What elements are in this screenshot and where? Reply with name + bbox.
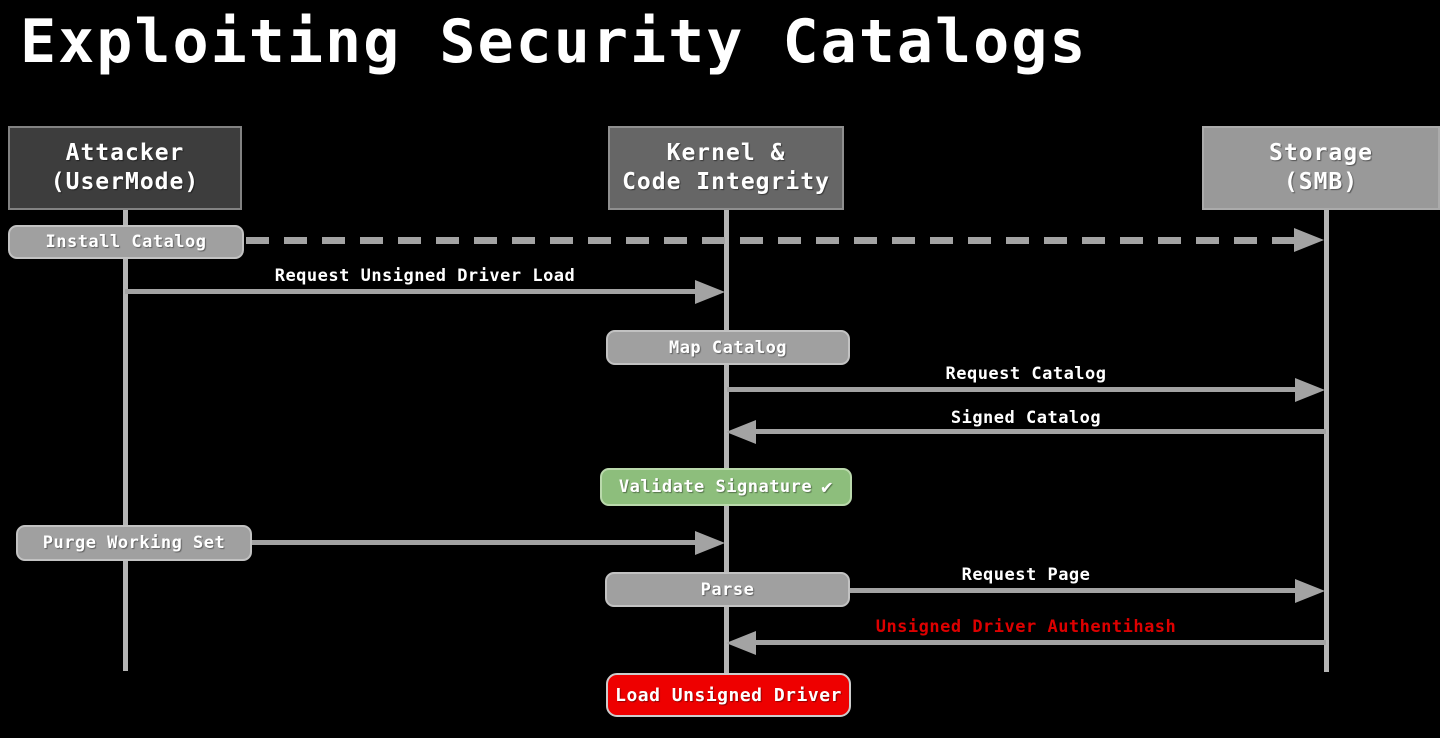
install-catalog-dashed-line xyxy=(246,237,1294,244)
message-request-page: Request Page xyxy=(961,565,1091,585)
message-request-unsigned-driver-load: Request Unsigned Driver Load xyxy=(274,266,576,286)
lifeline-attacker xyxy=(123,210,128,671)
request-page-arrowhead-icon xyxy=(1295,579,1325,603)
actor-kernel-name: Kernel & xyxy=(666,140,786,166)
request-catalog-arrowhead-icon xyxy=(1295,378,1325,402)
purge-working-set-arrowhead-icon xyxy=(695,531,725,555)
install-catalog-arrowhead-icon xyxy=(1294,228,1324,252)
actor-attacker-subtitle: (UserMode) xyxy=(50,169,200,195)
request-page-line xyxy=(850,588,1295,593)
node-parse-label: Parse xyxy=(700,579,755,600)
node-validate-signature-label: Validate Signature xyxy=(618,477,813,497)
signed-catalog-line xyxy=(756,429,1326,434)
actor-storage-name: Storage xyxy=(1269,140,1373,166)
node-install-catalog: Install Catalog xyxy=(8,225,244,259)
unsigned-driver-authentihash-line xyxy=(756,640,1326,645)
purge-working-set-line xyxy=(252,540,695,545)
unsigned-driver-authentihash-arrowhead-icon xyxy=(726,631,756,655)
signed-catalog-arrowhead-icon xyxy=(726,420,756,444)
actor-attacker: Attacker (UserMode) xyxy=(8,126,242,210)
message-request-catalog: Request Catalog xyxy=(945,364,1107,384)
node-load-unsigned-driver-label: Load Unsigned Driver xyxy=(615,684,842,706)
node-purge-working-set-label: Purge Working Set xyxy=(42,533,226,553)
actor-storage-subtitle: (SMB) xyxy=(1283,169,1359,195)
actor-kernel-code-integrity: Kernel & Code Integrity xyxy=(608,126,844,210)
actor-kernel-subtitle: Code Integrity xyxy=(622,169,830,195)
node-map-catalog: Map Catalog xyxy=(606,330,850,365)
request-unsigned-driver-load-line xyxy=(125,289,695,294)
checkmark-icon: ✔ xyxy=(821,476,834,498)
message-unsigned-driver-authentihash: Unsigned Driver Authentihash xyxy=(875,617,1177,637)
message-signed-catalog: Signed Catalog xyxy=(950,408,1102,428)
node-load-unsigned-driver: Load Unsigned Driver xyxy=(606,673,851,717)
node-validate-signature: Validate Signature ✔ xyxy=(600,468,852,506)
request-unsigned-driver-load-arrowhead-icon xyxy=(695,280,725,304)
node-purge-working-set: Purge Working Set xyxy=(16,525,252,561)
node-map-catalog-label: Map Catalog xyxy=(668,337,788,358)
page-title: Exploiting Security Catalogs xyxy=(20,7,1088,77)
node-install-catalog-label: Install Catalog xyxy=(45,232,207,252)
node-parse: Parse xyxy=(605,572,850,607)
lifeline-storage xyxy=(1324,210,1329,672)
actor-attacker-name: Attacker xyxy=(65,140,185,166)
actor-storage-smb: Storage (SMB) xyxy=(1202,126,1440,210)
request-catalog-line xyxy=(727,387,1295,392)
